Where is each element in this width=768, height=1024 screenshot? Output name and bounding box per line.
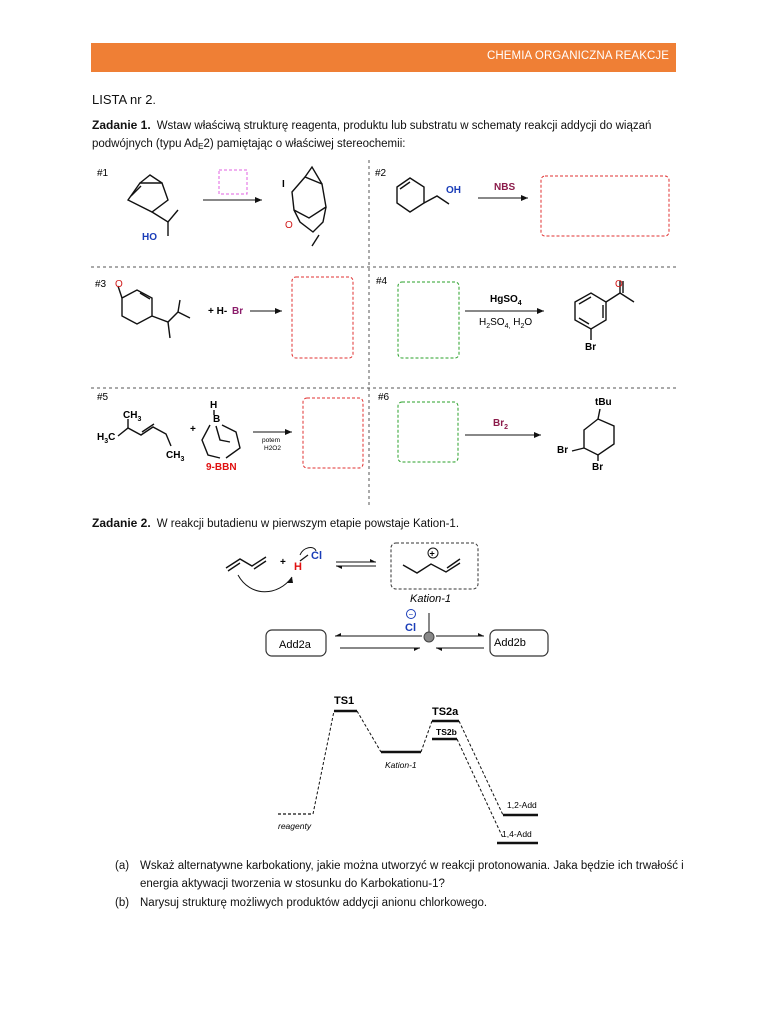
reaction5-id: #5: [97, 392, 109, 403]
question-a-tag: (a): [115, 860, 130, 872]
task1-label: Zadanie 1.: [92, 118, 151, 132]
curly-arrow-large: [237, 574, 293, 593]
question-b-tag: (b): [115, 897, 130, 909]
question-b-text: Narysuj strukturę możliwych produktów ad…: [140, 897, 488, 909]
label-ts2b: TS2b: [436, 727, 457, 737]
reaction2-substrate: [396, 177, 450, 213]
reaction1-o-label: O: [285, 220, 293, 231]
chloride-label: Cl: [405, 622, 416, 634]
reaction5-ch3-bottom: CH3: [166, 450, 184, 463]
reaction3-id: #3: [95, 279, 107, 290]
add2a-label: Add2a: [279, 639, 312, 651]
cation-box: [390, 542, 479, 590]
reaction5-answer-box[interactable]: [302, 397, 364, 469]
reaction5-ch3-top: CH3: [123, 410, 141, 423]
reaction4-br-label: Br: [585, 342, 596, 353]
question-a: (a) Wskaż alternatywne karbokationy, jaki…: [115, 857, 690, 893]
add2a-box: [265, 629, 327, 657]
reaction6-arrowhead: [534, 432, 541, 438]
plus-sign: +: [280, 557, 286, 568]
task1-scheme: #1 HO I O #2 OH NBS #3 O + H- Br: [91, 160, 676, 505]
question-b: (b) Narysuj strukturę możliwych produktów…: [115, 894, 690, 912]
label-reagents: reagenty: [278, 821, 312, 831]
add2b-box: [489, 629, 549, 657]
task1-text-sub: E: [198, 142, 204, 151]
negative-charge: [406, 609, 416, 619]
reaction4-reagent-top: HgSO4: [490, 294, 522, 307]
reaction4-o-label: O: [615, 279, 623, 290]
reaction4-answer-box[interactable]: [397, 281, 460, 359]
reaction6-id: #6: [378, 392, 390, 403]
butadiene: [225, 556, 267, 572]
list-title-dot: .: [152, 93, 156, 107]
reaction4-arrowhead: [537, 308, 544, 314]
reaction5-h-label: H: [210, 400, 217, 411]
reaction5-b-label: B: [213, 414, 220, 425]
reaction2-answer-box[interactable]: [540, 175, 670, 237]
cation-structure: [402, 558, 461, 574]
branch-point: [423, 631, 435, 643]
reaction6-br-left: Br: [557, 445, 568, 456]
list-title-text: LISTA nr 2: [92, 92, 153, 107]
reaction5-bbn-name: 9-BBN: [206, 462, 237, 473]
task1-text-b: 2) pamiętając o właściwej stereochemii:: [203, 138, 406, 150]
reaction6-answer-box[interactable]: [397, 401, 459, 463]
reaction1-substrate: [126, 174, 179, 236]
task2-scheme: + H Cl + Kation-1 − Cl Add2a Add2b reage…: [225, 542, 549, 845]
label-1-4-add: 1,4-Add: [502, 829, 532, 839]
reaction5-cond-1: potem: [262, 437, 280, 444]
reaction5-bbn-structure: [201, 410, 241, 459]
reaction6-reagent: Br2: [493, 418, 508, 431]
reaction5-h3c: H3C: [97, 432, 115, 445]
reaction3-answer-box[interactable]: [291, 276, 354, 359]
reaction5-substrate: [117, 419, 172, 447]
h-atom: H: [294, 561, 302, 573]
label-cation: Kation-1: [385, 760, 417, 770]
reaction4-product: [574, 281, 635, 340]
add2b-label: Add2b: [494, 637, 526, 649]
positive-charge: [427, 547, 439, 559]
energy-diagram: reagenty TS1 Kation-1 TS2a TS2b 1,2-Add …: [278, 695, 538, 845]
reaction3-o-label: O: [115, 279, 123, 290]
cation-label: Kation-1: [410, 593, 451, 605]
reaction5-cond-2: H2O2: [264, 445, 281, 452]
task2-text: W reakcji butadienu w pierwszym etapie p…: [156, 518, 460, 530]
reaction3-arrowhead: [275, 308, 282, 314]
question-a-text: Wskaż alternatywne karbokationy, jakie m…: [140, 860, 684, 890]
reaction3-reagent-h: + H-: [208, 306, 227, 317]
task1-text-a: Wstaw właściwą strukturę reagenta, produ…: [92, 120, 652, 150]
header-title: CHEMIA ORGANICZNA REAKCJE: [486, 50, 669, 62]
reaction1-ho-label: HO: [142, 232, 157, 243]
reaction3-substrate: [117, 285, 191, 339]
negative-charge-sign: −: [409, 610, 414, 619]
reaction2-reagent: NBS: [494, 182, 515, 193]
task1-instruction: Zadanie 1.Wstaw właściwą strukturę reage…: [92, 116, 682, 156]
reaction1-reagent-box: [218, 169, 248, 195]
reaction2-arrowhead: [521, 195, 528, 201]
curly-arrow-small: [299, 547, 317, 556]
task2-instruction: Zadanie 2. W reakcji butadienu w pierwszy…: [92, 514, 682, 533]
reaction1-id: #1: [97, 168, 109, 179]
label-ts1: TS1: [334, 695, 354, 707]
reaction2-oh-label: OH: [446, 185, 461, 196]
positive-charge-sign: +: [430, 549, 435, 559]
reaction1-i-label: I: [282, 179, 285, 190]
reaction3-reagent-br: Br: [232, 306, 243, 317]
reaction5-plus: +: [190, 424, 196, 435]
task2-label: Zadanie 2.: [92, 516, 151, 530]
reaction5-arrowhead: [285, 429, 292, 435]
reaction6-tbu-label: tBu: [595, 397, 612, 408]
reaction1-arrowhead: [255, 197, 262, 203]
reaction6-br-bottom: Br: [592, 462, 603, 473]
reaction1-product: [291, 165, 327, 233]
header-bar: CHEMIA ORGANICZNA REAKCJE: [91, 43, 676, 72]
reaction4-id: #4: [376, 276, 388, 287]
reaction4-reagent-bottom: H2SO4, H2O: [479, 317, 532, 330]
reaction6-product: [571, 408, 615, 461]
list-title: LISTA nr 2.: [92, 92, 156, 107]
label-ts2a: TS2a: [432, 706, 459, 718]
cl-atom: Cl: [311, 550, 322, 562]
reaction2-id: #2: [375, 168, 387, 179]
label-1-2-add: 1,2-Add: [507, 800, 537, 810]
